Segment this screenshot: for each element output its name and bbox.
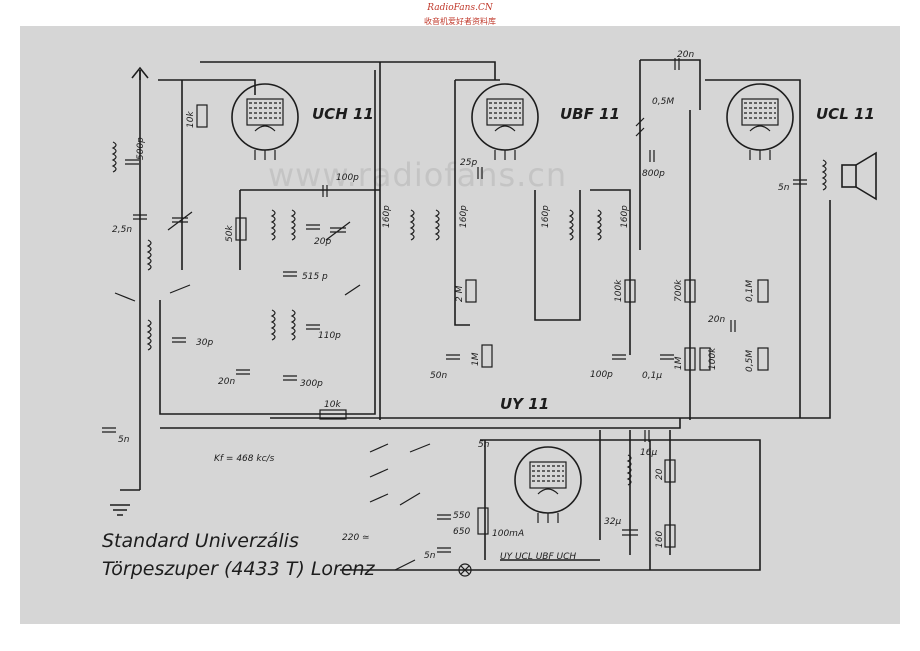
- label-1m-b: 1M: [674, 356, 684, 370]
- label-1m-a: 1M: [471, 352, 481, 366]
- label-160-ohm: 160: [655, 531, 665, 548]
- label-20p-osc: 20p: [314, 237, 331, 247]
- label-20n-osc: 20n: [218, 377, 235, 387]
- label-5n-ant: 5n: [118, 435, 130, 445]
- switches: [114, 284, 431, 571]
- label-0-5m-pot: 0,5M: [652, 97, 674, 107]
- label-10k-bot: 10k: [324, 400, 341, 410]
- label-800p: 800p: [642, 169, 665, 179]
- label-110p: 110p: [318, 331, 341, 341]
- label-5n-mains: 5n: [424, 551, 436, 561]
- label-100p-bot: 100p: [590, 370, 613, 380]
- label-10k: 10k: [186, 111, 196, 128]
- tube-uch11: [231, 83, 299, 161]
- tube-ubf11: [471, 83, 539, 161]
- label-300p: 300p: [300, 379, 323, 389]
- label-160p-2: 160p: [459, 205, 469, 228]
- label-515p: 515 p: [302, 272, 328, 282]
- label-160p-1: 160p: [382, 205, 392, 228]
- label-heater-chain: UY UCL UBF UCH: [500, 552, 576, 562]
- label-2-5n: 2,5n: [112, 225, 132, 235]
- label-uch11: UCH 11: [312, 105, 374, 123]
- coils: [112, 141, 827, 486]
- label-20n-mid: 20n: [708, 315, 725, 325]
- label-kf: Kf = 468 kc/s: [214, 454, 275, 464]
- resistors: [196, 104, 769, 548]
- variable-capacitors: [167, 211, 351, 241]
- label-220v: 220 ≃: [342, 533, 370, 543]
- label-16u: 16μ: [640, 448, 657, 458]
- label-0-1m: 0,1M: [745, 280, 755, 302]
- site-subheader: 收音机爱好者资料库: [424, 17, 496, 26]
- label-uy11: UY 11: [500, 395, 549, 413]
- label-160p-3: 160p: [541, 205, 551, 228]
- title-line-1: Standard Univerzális: [102, 530, 299, 552]
- label-32u: 32μ: [604, 517, 621, 527]
- antenna-symbol: [131, 66, 149, 80]
- label-0-5m: 0,5M: [745, 350, 755, 372]
- label-ucl11: UCL 11: [816, 105, 875, 123]
- potentiometer-symbol: [635, 110, 645, 140]
- label-0-1u: 0,1μ: [642, 371, 662, 381]
- label-20-ohm: 20: [655, 468, 665, 480]
- speaker-symbol: [841, 151, 877, 201]
- title-line-2: Törpeszuper (4433 T) Lorenz: [102, 558, 376, 580]
- label-700k: 700k: [674, 279, 684, 302]
- label-20n-top: 20n: [677, 50, 694, 60]
- label-650: 650: [453, 527, 470, 537]
- label-25p: 25p: [460, 158, 477, 168]
- label-5n-out: 5n: [778, 183, 790, 193]
- label-ubf11: UBF 11: [560, 105, 620, 123]
- watermark: www.radiofans.cn: [268, 156, 568, 194]
- tube-ucl11: [726, 83, 794, 161]
- wiring: [110, 59, 831, 571]
- label-160p-4: 160p: [620, 205, 630, 228]
- label-30p: 30p: [196, 338, 213, 348]
- label-500p: 500p: [136, 137, 146, 160]
- label-50k: 50k: [225, 225, 235, 242]
- tube-uy11: [514, 446, 582, 524]
- label-550: 550: [453, 511, 470, 521]
- label-100k-b: 100k: [708, 347, 718, 370]
- label-100k-a: 100k: [614, 279, 624, 302]
- label-100ma: 100mA: [492, 529, 524, 539]
- label-2m: 2 M: [455, 285, 465, 302]
- site-header: RadioFans.CN: [427, 3, 493, 13]
- capacitors: [102, 58, 807, 553]
- label-5n-uy: 5n: [478, 440, 490, 450]
- label-50n: 50n: [430, 371, 447, 381]
- pilot-lamp-icon: [458, 563, 472, 577]
- label-100p-top: 100p: [336, 173, 359, 183]
